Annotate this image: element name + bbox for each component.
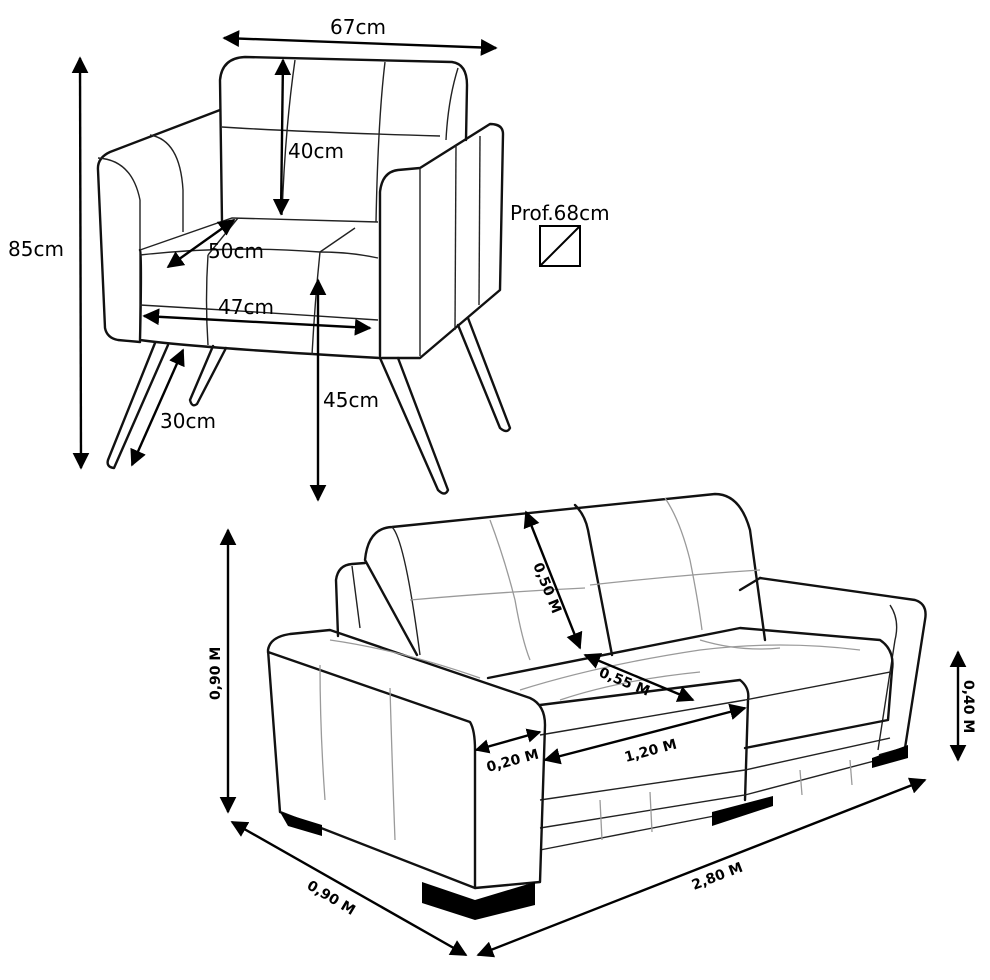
armchair-seat-width-label: 47cm (218, 295, 274, 319)
sofa-foot (280, 812, 322, 836)
armchair-dimensions (71, 30, 498, 502)
sofa-armrest-width-label: 0,20 M (485, 747, 541, 776)
sofa-seat-height-label: 0,40 M (960, 680, 976, 733)
sofa-foot (872, 745, 908, 768)
armchair-backrest-height-label: 40cm (288, 139, 344, 163)
armchair-height-label: 85cm (8, 237, 64, 261)
armchair-leg-length-label: 30cm (160, 409, 216, 433)
armchair-seat-height-label: 45cm (323, 388, 379, 412)
sofa-drawing (266, 492, 927, 920)
armchair-width-label: 67cm (330, 15, 386, 39)
sofa-seat-width-label: 1,20 M (623, 737, 679, 766)
sofa-height-label: 0,90 M (208, 647, 224, 700)
sofa-backrest-height-label: 0,50 M (529, 561, 564, 616)
sofa-width-label: 2,80 M (690, 860, 746, 894)
armchair-seat-depth-label: 50cm (208, 239, 264, 263)
sofa-dimensions (219, 510, 967, 958)
sofa-foot (712, 796, 773, 826)
armchair-depth-label: Prof.68cm (510, 201, 610, 225)
square-diagonal-icon (539, 225, 581, 267)
sofa-depth-label: 0,90 M (304, 878, 358, 919)
